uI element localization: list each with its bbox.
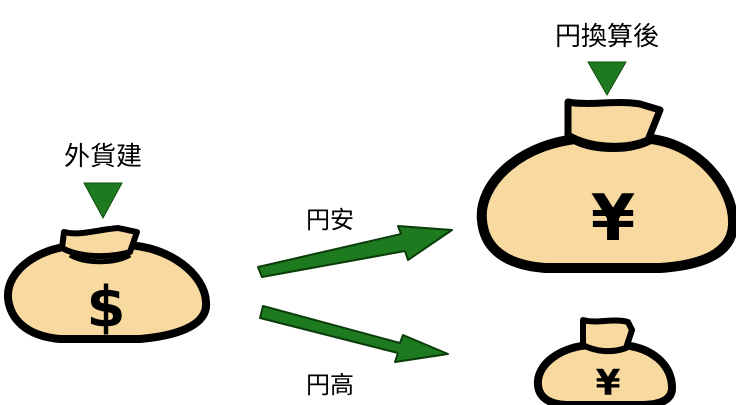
dollar-symbol: $ [87, 275, 126, 340]
large-yen-symbol: ¥ [591, 182, 636, 256]
strong-yen-label: 円高 [306, 371, 354, 399]
yen-pointer-triangle [587, 61, 627, 97]
small-yen-symbol: ¥ [595, 363, 620, 404]
large-yen-money-bag-icon: ¥ [476, 98, 736, 273]
dollar-money-bag-icon: $ [3, 225, 211, 343]
foreign-currency-label: 外貨建 [64, 142, 142, 172]
weak-yen-label: 円安 [306, 206, 354, 234]
small-yen-money-bag-icon: ¥ [533, 317, 676, 405]
foreign-pointer-triangle [83, 182, 123, 220]
yen-converted-label: 円換算後 [555, 22, 659, 52]
weak-yen-arrow-icon [257, 225, 453, 278]
strong-yen-arrow-icon [259, 305, 449, 363]
